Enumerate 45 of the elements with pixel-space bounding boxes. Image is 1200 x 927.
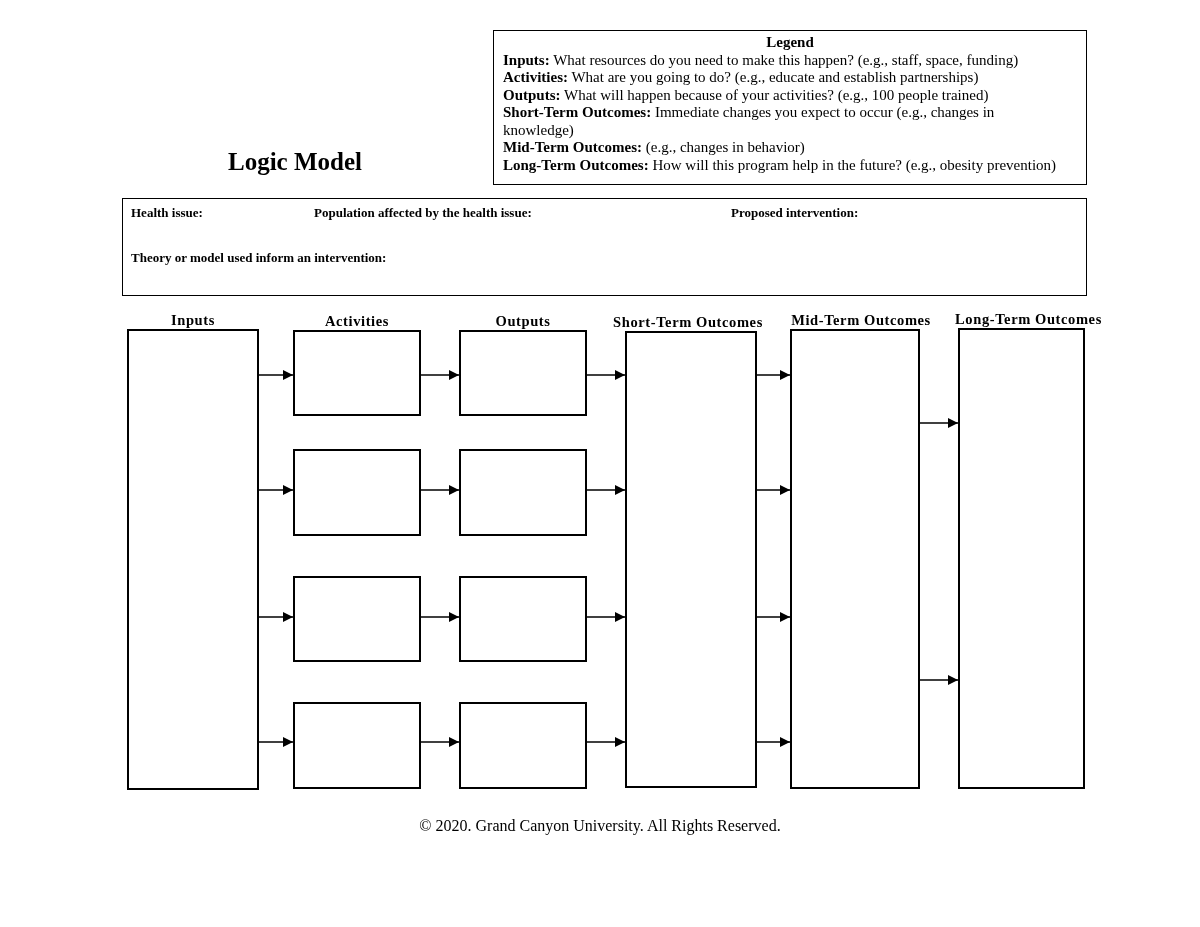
column-heading: Outputs bbox=[495, 313, 551, 330]
stage-box bbox=[459, 449, 587, 536]
column-heading: Activities bbox=[325, 313, 389, 330]
field-label: Population affected by the health issue: bbox=[314, 205, 532, 221]
arrow bbox=[420, 737, 460, 747]
arrow bbox=[586, 612, 626, 622]
arrow bbox=[258, 612, 294, 622]
column-heading: Short-Term Outcomes bbox=[613, 314, 763, 331]
arrow bbox=[919, 675, 959, 685]
arrow bbox=[258, 485, 294, 495]
stage-box bbox=[459, 576, 587, 662]
arrow bbox=[756, 370, 791, 380]
arrow bbox=[420, 370, 460, 380]
info-panel bbox=[122, 198, 1087, 296]
arrow bbox=[258, 737, 294, 747]
definition-text: Short-Term Outcomes: Immediate changes you expect to occur (e.g., changes in knowledge) bbox=[503, 104, 996, 139]
page-title: Logic Model bbox=[228, 148, 362, 176]
legend-box bbox=[493, 30, 1087, 185]
arrow bbox=[586, 370, 626, 380]
stage-box bbox=[293, 449, 421, 536]
column-heading: Mid-Term Outcomes bbox=[791, 312, 931, 329]
field-label: Theory or model used inform an intervention: bbox=[131, 250, 387, 266]
stage-box bbox=[459, 702, 587, 789]
arrow bbox=[420, 485, 460, 495]
arrow bbox=[919, 418, 959, 428]
definition-text: Long-Term Outcomes: How will this program help in the future? (e.g., obesity prevention) bbox=[503, 156, 1058, 174]
definition-text: Mid-Term Outcomes: (e.g., changes in behavior) bbox=[503, 139, 806, 157]
definition-text: Activities: What are you going to do? (e.g., educate and establish partnerships) bbox=[503, 69, 980, 87]
arrow bbox=[586, 485, 626, 495]
arrow bbox=[586, 737, 626, 747]
arrow bbox=[756, 612, 791, 622]
arrow bbox=[756, 737, 791, 747]
column-heading: Long-Term Outcomes bbox=[955, 311, 1102, 328]
definition-text: Inputs: What resources do you need to make this happen? (e.g., staff, space, funding) bbox=[503, 51, 1020, 69]
column-heading: Inputs bbox=[171, 312, 215, 329]
field-label: Health issue: bbox=[131, 205, 203, 221]
arrow bbox=[756, 485, 791, 495]
definition-text: Outputs: What will happen because of your activities? (e.g., 100 people trained) bbox=[503, 86, 990, 104]
arrow bbox=[258, 370, 294, 380]
legend-heading: Legend bbox=[765, 34, 815, 52]
stage-box bbox=[293, 576, 421, 662]
arrow bbox=[420, 612, 460, 622]
stage-box bbox=[293, 702, 421, 789]
copyright-notice: © 2020. Grand Canyon University. All Rights Reserved. bbox=[419, 817, 781, 835]
field-label: Proposed intervention: bbox=[731, 205, 859, 221]
